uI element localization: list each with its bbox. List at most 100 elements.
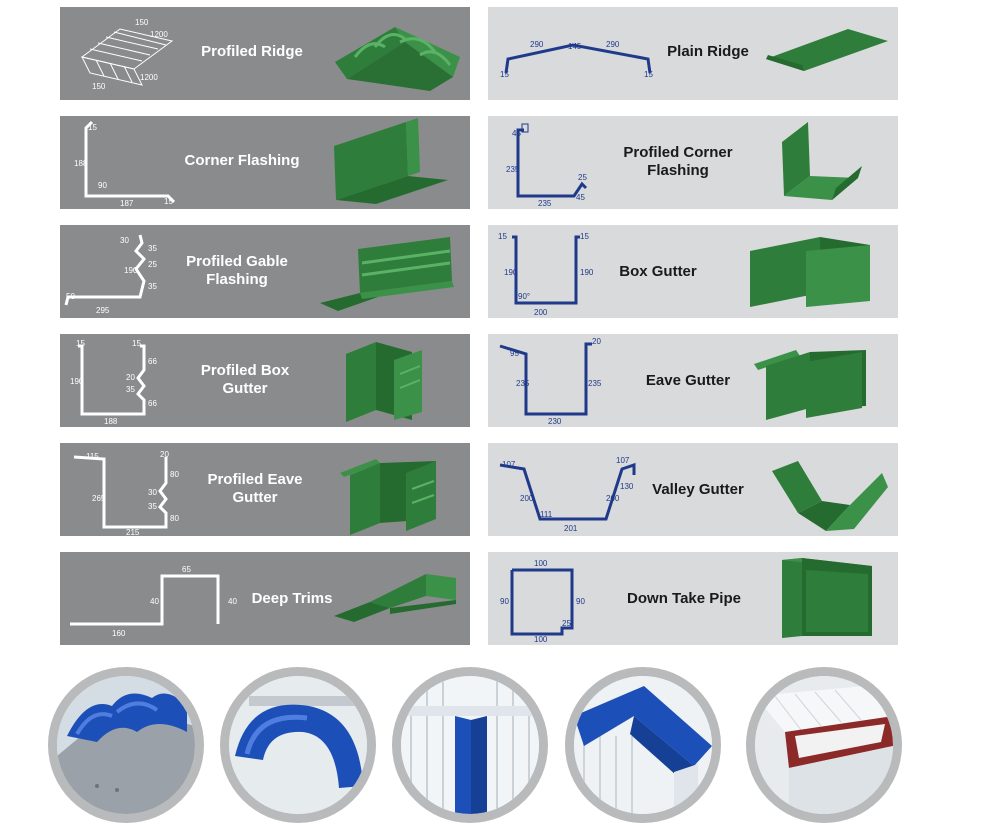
product-title: Box Gutter	[619, 263, 697, 280]
dimension-label: 235	[516, 379, 530, 388]
dimension-label: 150	[135, 18, 149, 27]
eave-gutter-sketch: 95 20 235 235 230	[499, 337, 602, 426]
profiled-gable-flashing-model	[320, 237, 454, 311]
deep-trims-model	[334, 574, 456, 622]
deep-trims-sketch: 65 40 40 160	[70, 565, 237, 638]
dimension-label: 188	[104, 417, 118, 426]
plain-ridge-sketch: 290 145 290 15 15	[500, 40, 653, 79]
dimension-label: 200	[534, 308, 548, 317]
product-card-plain-ridge: 290 145 290 15 15 Plain Ridge	[488, 7, 898, 100]
dimension-label: 90	[98, 181, 107, 190]
dimension-label: 20	[126, 373, 135, 382]
dimension-label: 35	[148, 502, 157, 511]
photo-corner-flashing-installed	[392, 667, 548, 823]
profiled-box-gutter-sketch: 15 15 190 66 20 35 66 188	[70, 339, 157, 426]
dimension-label: 30	[148, 488, 157, 497]
photo-image	[229, 676, 367, 814]
dimension-label: 15	[164, 197, 173, 206]
dimension-label: 15	[498, 232, 507, 241]
product-card-profiled-gable-flashing: 30 35 190 25 35 50 295 Profiled Gable Fl…	[60, 225, 470, 318]
dimension-label: 1200	[150, 30, 168, 39]
photo-curved-ridge-installed	[220, 667, 376, 823]
product-card-deep-trims: 65 40 40 160 Deep Trims	[60, 552, 470, 645]
dimension-label: 201	[564, 524, 578, 533]
down-take-pipe-sketch: 100 90 90 25 100	[500, 559, 585, 644]
product-title: Deep Trims	[251, 590, 333, 607]
dimension-label: 235	[588, 379, 602, 388]
product-title: Down Take Pipe	[627, 590, 741, 607]
dimension-label: 187	[120, 199, 134, 208]
product-card-box-gutter: 15 15 190 190 90° 200 Box Gutter	[488, 225, 898, 318]
dimension-label: 30	[120, 236, 129, 245]
dimension-label: 15	[644, 70, 653, 79]
dimension-label: 100	[534, 635, 548, 644]
photo-image	[401, 676, 539, 814]
dimension-label: 290	[530, 40, 544, 49]
product-title: Eave Gutter	[645, 372, 731, 389]
dimension-label: 188	[74, 159, 88, 168]
corner-flashing-sketch: 15 188 90 187 15	[74, 120, 176, 208]
product-card-profiled-box-gutter: 15 15 190 66 20 35 66 188 Profiled Box G…	[60, 334, 470, 427]
product-card-profiled-ridge: 150 1200 1200 150 Profiled Ridge	[60, 7, 470, 100]
dimension-label: 200	[606, 494, 620, 503]
dimension-label: 25	[562, 619, 571, 628]
box-gutter-model	[750, 237, 870, 307]
product-title: Profiled Gable Flashing	[186, 253, 288, 288]
valley-gutter-sketch: 107 107 200 111 201 200 130	[499, 456, 636, 533]
dimension-label: 90	[576, 597, 585, 606]
dimension-label: 35	[148, 244, 157, 253]
dimension-label: 66	[148, 357, 157, 366]
dimension-label: 15	[500, 70, 509, 79]
dimension-label: 111	[540, 510, 553, 519]
dimension-label: 107	[502, 460, 516, 469]
dimension-label: 190	[70, 377, 84, 386]
product-card-eave-gutter: 95 20 235 235 230 Eave Gutter	[488, 334, 898, 427]
dimension-label: 45	[576, 193, 585, 202]
dimension-label: 190	[504, 268, 518, 277]
product-title: Profiled Box Gutter	[200, 362, 290, 397]
dimension-label: 20	[592, 337, 601, 346]
down-take-pipe-model	[782, 558, 872, 638]
photo-image	[57, 676, 195, 814]
photo-image	[755, 676, 893, 814]
dimension-label: 20	[160, 450, 169, 459]
profiled-ridge-model	[335, 27, 460, 91]
dimension-label: 160	[112, 629, 126, 638]
dimension-label: 235	[538, 199, 552, 208]
dimension-label: 230	[548, 417, 562, 426]
dimension-label: 45	[512, 129, 521, 138]
product-card-profiled-eave-gutter: 115 20 265 80 30 35 80 215 Profiled Eave…	[60, 443, 470, 536]
dimension-label: 235	[506, 165, 520, 174]
dimension-label: 107	[616, 456, 630, 465]
dimension-label: 190	[580, 268, 594, 277]
profiled-box-gutter-model	[346, 342, 422, 422]
valley-gutter-model	[772, 461, 888, 531]
dimension-label: 265	[92, 494, 106, 503]
profiled-corner-flashing-model	[782, 122, 862, 200]
dimension-label: 50	[66, 292, 75, 301]
dimension-label: 200	[520, 494, 534, 503]
dimension-label: 25	[148, 260, 157, 269]
dimension-label: 80	[170, 470, 179, 479]
profiled-eave-gutter-sketch: 115 20 265 80 30 35 80 215	[73, 450, 179, 536]
product-title: Profiled Ridge	[201, 43, 303, 60]
dimension-label: 35	[126, 385, 135, 394]
dimension-label: 290	[606, 40, 620, 49]
product-title: Profiled Corner Flashing	[623, 144, 733, 179]
profiled-gable-flashing-sketch: 30 35 190 25 35 50 295	[64, 234, 157, 315]
dimension-label: 15	[580, 232, 589, 241]
profiled-corner-flashing-sketch: 45 235 235 25 45	[506, 123, 587, 208]
dimension-label: 115	[86, 452, 99, 461]
box-gutter-sketch: 15 15 190 190 90° 200	[498, 232, 594, 317]
dimension-label: 15	[76, 339, 85, 348]
product-title: Profiled Eave Gutter	[207, 471, 303, 506]
product-card-profiled-corner-flashing: 45 235 235 25 45 Profiled Corner Flashin…	[488, 116, 898, 209]
dimension-label: 90°	[518, 292, 530, 301]
dimension-label: 66	[148, 399, 157, 408]
dimension-label: 145	[568, 42, 582, 51]
dimension-label: 35	[148, 282, 157, 291]
dimension-label: 80	[170, 514, 179, 523]
dimension-label: 215	[126, 528, 140, 536]
photo-valley-gutter-installed	[746, 667, 902, 823]
product-card-valley-gutter: 107 107 200 111 201 200 130 Valley Gutte…	[488, 443, 898, 536]
